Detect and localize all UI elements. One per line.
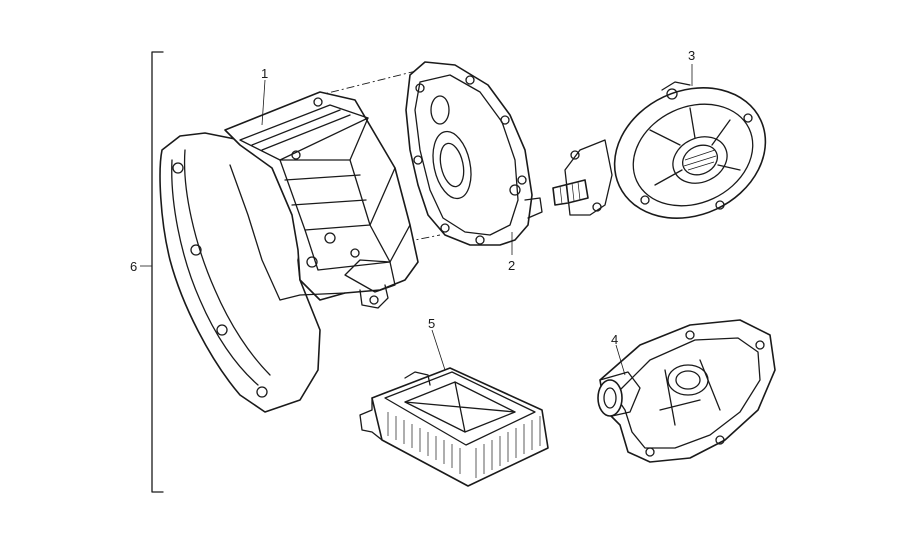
callout-label-1: 1 — [261, 66, 268, 81]
part-3-cover-with-shaft — [552, 64, 767, 219]
callout-label-5: 5 — [428, 316, 435, 331]
callout-label-2: 2 — [508, 258, 515, 273]
part-2-intermediate-plate — [405, 61, 543, 255]
part-4-rear-cover — [597, 319, 776, 463]
part-1-gearbox-housing — [159, 91, 419, 413]
leader-lines — [261, 79, 266, 126]
callout-label-3: 3 — [688, 48, 695, 63]
callout-label-4: 4 — [611, 332, 618, 347]
part-5-filter-pan — [359, 329, 549, 487]
assembly-bracket — [140, 51, 164, 493]
callout-label-6: 6 — [130, 259, 137, 274]
